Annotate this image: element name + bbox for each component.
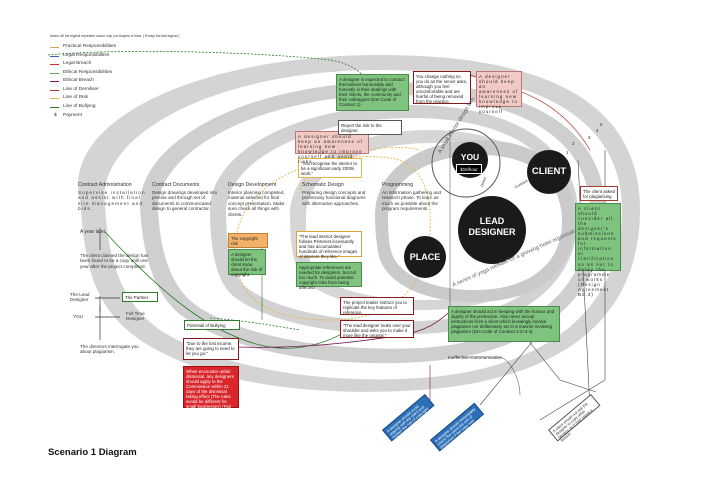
legend-row: Line of Bullying bbox=[50, 104, 180, 112]
client-bubble-label: CLIENT bbox=[531, 166, 567, 177]
legend-label: Line of Demiliser bbox=[63, 86, 99, 92]
num-4: 4 bbox=[596, 128, 599, 133]
num-5: 5 bbox=[600, 122, 603, 127]
num-2: 2 bbox=[572, 141, 575, 146]
right-line-4 bbox=[519, 329, 597, 393]
bullying-line bbox=[47, 50, 373, 101]
payment-label: Payment bbox=[63, 113, 82, 118]
legend-row: Line of Demiliser bbox=[50, 87, 180, 95]
legend-row: Legal Responsibilities bbox=[50, 53, 180, 61]
stage-text-schematic: Preparing design concepts and preliminar… bbox=[302, 190, 366, 206]
year-later-label: A year later bbox=[80, 229, 106, 235]
client-bubble: CLIENT bbox=[527, 150, 571, 194]
keep-aware-box: A designer should keep an awareness of l… bbox=[295, 131, 369, 164]
right-line-1 bbox=[577, 159, 591, 411]
directors-text: The directors interrogate you about plag… bbox=[80, 344, 139, 355]
legend-label: Legal Responsibilities bbox=[63, 52, 110, 58]
partner-box: The Partner bbox=[122, 292, 158, 303]
recognise-box: "You recognise the interior to be a sign… bbox=[298, 158, 362, 179]
bullying-line-2 bbox=[104, 231, 361, 349]
legend-label: Practical Responsibilities bbox=[63, 44, 117, 49]
ineffective-line bbox=[456, 356, 521, 396]
appropriate-box: Appropriate references are needed for de… bbox=[296, 262, 362, 290]
legend-label: Ethical Breach bbox=[63, 78, 94, 83]
place-bubble-label: PLACE bbox=[409, 252, 441, 262]
legend-note: Notes: All the legend represent colour o… bbox=[50, 34, 180, 38]
pinterest-box: "The lead interior designer follows Pint… bbox=[296, 231, 362, 259]
legend-label: Legal Breach bbox=[63, 61, 92, 66]
full-time-label: Full Time Designer bbox=[126, 311, 145, 322]
stage-title-design-dev: Design Development bbox=[228, 182, 277, 188]
client-claimed-text: The client claimed the design has been f… bbox=[80, 253, 149, 269]
legend-row: Line of Risk bbox=[50, 95, 180, 103]
lost-income-box: "Due to the lost income, they are going … bbox=[183, 338, 239, 360]
legend-swatch bbox=[50, 81, 59, 83]
legend-label: Line of Bullying bbox=[63, 103, 96, 109]
project-leader-box: The project leader instruct you to repli… bbox=[340, 297, 414, 315]
keep-aware-2-box: A designer should keep an awareness of l… bbox=[476, 71, 522, 114]
page-title: Scenario 1 Diagram bbox=[48, 447, 137, 458]
legend-row: Practical Responsibilities bbox=[50, 44, 180, 52]
ethical-breach-line bbox=[214, 309, 453, 348]
legend-label: Line of Risk bbox=[63, 95, 89, 100]
num-1: 1 bbox=[566, 150, 569, 155]
legend-swatch bbox=[50, 55, 59, 57]
report-risk-box: Report the risk to the designer. bbox=[338, 120, 402, 136]
should-tell-box: A designer should let the client know ab… bbox=[228, 249, 266, 277]
client-plagiarism-box: The client asked for plagiarising bbox=[580, 186, 618, 202]
legend-label: Ethical Responsibilities bbox=[63, 69, 113, 75]
lead-designer-bubble: LEAD DESIGNER bbox=[458, 196, 526, 264]
bullying-line-3 bbox=[209, 317, 301, 331]
stage-title-schematic: Schematic Design bbox=[302, 182, 344, 188]
conduct-box: A designer is expected to conduct themse… bbox=[336, 74, 409, 111]
stage-text-design-dev: Interior planning completed, material se… bbox=[228, 190, 285, 217]
place-bubble: PLACE bbox=[404, 236, 446, 278]
lead-designer-label: The Lead Designer bbox=[70, 292, 90, 303]
risk-loop-2 bbox=[299, 146, 421, 191]
you-label: YOU bbox=[73, 314, 83, 319]
stage-title-contract-admin: Contract Administration bbox=[78, 182, 132, 188]
legend-swatch bbox=[50, 98, 59, 100]
potential-bullying-box: Potential of Bullying bbox=[184, 320, 240, 331]
you-bubble-label: YOU bbox=[460, 152, 480, 162]
copyright-risk-box: The copyright risk bbox=[228, 233, 268, 249]
legend-row-payment: $ Payment bbox=[50, 113, 180, 121]
you-change-box: You change nothing so you do as the seni… bbox=[413, 71, 471, 104]
legend-swatch bbox=[50, 72, 59, 74]
honour-box: A designer should act in keeping with th… bbox=[448, 306, 560, 342]
legend-row: Ethical Breach bbox=[50, 78, 180, 86]
legend-swatch bbox=[50, 47, 59, 49]
unfair-dismissal-box: When encounter unfair dismissal, any des… bbox=[183, 366, 239, 414]
num-3: 3 bbox=[588, 135, 591, 140]
rate-label: $15/hour bbox=[456, 164, 482, 175]
legend-swatch bbox=[50, 64, 59, 66]
lead-designer-bubble-label: LEAD DESIGNER bbox=[468, 216, 516, 237]
client-should-box: A client should consider all the designe… bbox=[575, 203, 621, 297]
legend-row: Legal Breach bbox=[50, 61, 180, 69]
stage-text-programming: An information gathering and research ph… bbox=[382, 190, 441, 212]
legend-swatch bbox=[50, 89, 59, 91]
legend-row: Ethical Responsibilities bbox=[50, 70, 180, 78]
stage-text-contract-admin: Supervise installation and assist with f… bbox=[78, 190, 146, 212]
stage-title-contract-docs: Contract Documents bbox=[152, 182, 200, 188]
ineffective-label: Ineffective Communication bbox=[448, 355, 503, 360]
stage-text-contract-docs: Design drawings developed into precise a… bbox=[152, 190, 218, 212]
looks-over-box: "The lead designer looks over your shoul… bbox=[340, 320, 414, 338]
payment-symbol: $ bbox=[54, 113, 57, 118]
stage-title-programming: Programming bbox=[382, 182, 414, 188]
legend-swatch bbox=[50, 106, 59, 108]
